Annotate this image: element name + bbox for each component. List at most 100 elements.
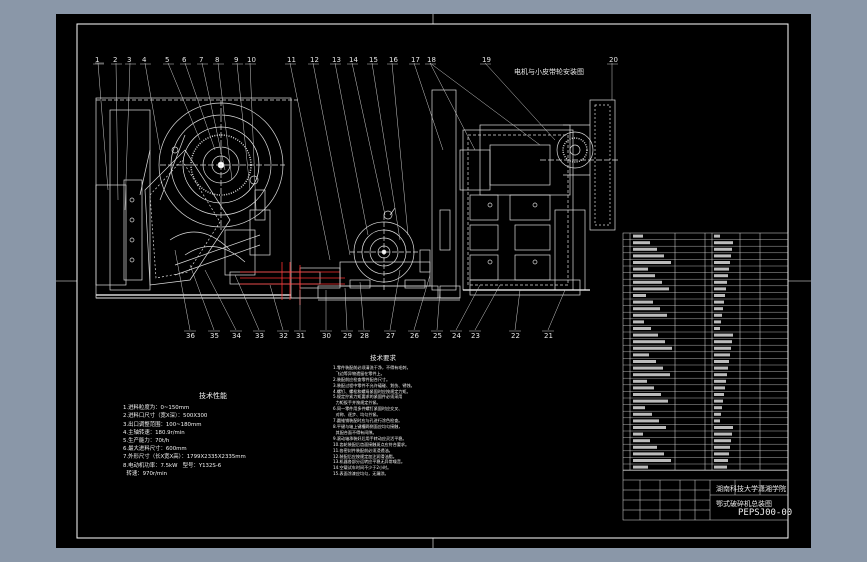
callout-34: 34 (232, 332, 241, 340)
table-cell-mark (633, 406, 645, 410)
table-cell-mark (633, 346, 672, 350)
table-cell-mark (633, 445, 657, 449)
table-cell-mark (714, 439, 731, 443)
table-cell-mark (633, 393, 661, 396)
tech-req-line: 13.机器各部分运转应平稳无异常噪音。 (333, 459, 406, 465)
callout-4: 4 (142, 56, 147, 64)
callout-32: 32 (279, 332, 288, 340)
callout-27: 27 (386, 332, 395, 340)
table-cell-mark (633, 419, 659, 423)
table-cell-mark (633, 412, 652, 416)
table-cell-mark (714, 412, 721, 416)
tech-spec-line: 转速：970r/min (123, 470, 168, 477)
callout-22: 22 (511, 332, 520, 340)
table-cell-mark (714, 313, 722, 317)
callout-29: 29 (343, 332, 352, 340)
tech-req-line: 其配合面不得有间隙。 (333, 429, 377, 435)
callout-19: 19 (482, 56, 491, 64)
table-cell-mark (633, 360, 656, 363)
tech-spec-line: 7.外形尺寸（长X宽X高）：1799X2335X2335mm (123, 454, 246, 461)
callout-1: 1 (95, 56, 99, 64)
school-name: 湖南科技大学潇湘学院 (716, 484, 786, 493)
tech-req-line: 15.表面涂漆应均匀，无漏涂。 (333, 471, 389, 477)
tech-req-line: 1.零件装配前必须清洗干净，不得有毛刺， (333, 364, 411, 370)
table-cell-mark (714, 346, 731, 350)
callout-5: 5 (165, 56, 169, 64)
tech-req-line: 12.装配后应按规定加注润滑油脂。 (333, 453, 397, 459)
technical-requirements: 技术要求 1.零件装配前必须清洗干净，不得有毛刺， 飞边等异物遗留在零件上。2.… (333, 354, 433, 477)
callout-14: 14 (349, 56, 358, 64)
table-cell-mark (633, 261, 671, 264)
table-cell-mark (714, 386, 725, 390)
tech-req-line: 2.装配前应检查零件配合尺寸。 (333, 376, 391, 382)
table-cell-mark (633, 432, 643, 436)
table-cell-mark (633, 366, 663, 370)
callout-31: 31 (296, 332, 305, 340)
callout-26: 26 (410, 332, 419, 340)
table-cell-mark (633, 465, 648, 469)
callout-3: 3 (127, 56, 131, 64)
top-leader-lines (95, 62, 613, 261)
table-cell-mark (714, 406, 722, 410)
red-centerlines (240, 262, 345, 305)
table-cell-mark (714, 294, 725, 297)
callout-11: 11 (287, 56, 296, 64)
table-cell-mark (714, 353, 730, 357)
callout-21: 21 (544, 332, 553, 340)
callout-35: 35 (210, 332, 219, 340)
table-cell-mark (714, 274, 728, 278)
table-cell-mark (714, 261, 730, 264)
tech-req-line: 力矩扳手并按规定拧紧。 (333, 400, 381, 406)
tech-req-line: 9.滚动轴承装好后用手转动应灵活平稳。 (333, 435, 407, 441)
table-cell-mark (714, 459, 728, 462)
table-cell-mark (633, 313, 667, 317)
table-cell-mark (714, 320, 721, 324)
table-cell-mark (633, 439, 650, 443)
table-cell-mark (633, 452, 664, 456)
table-cell-mark (714, 452, 729, 456)
callout-12: 12 (310, 56, 319, 64)
table-cell-mark (714, 280, 727, 284)
tech-req-line: 5.规定拧紧力矩要求的紧固件必须采用 (333, 394, 403, 400)
callout-20: 20 (609, 56, 618, 64)
table-cell-mark (714, 327, 720, 330)
table-cell-mark (633, 340, 665, 344)
tech-req-line: 7.圆锥销装配时应与孔进行涂色检查。 (333, 418, 403, 424)
table-cell-mark (714, 445, 730, 449)
table-cell-mark (633, 327, 651, 330)
table-cell-mark (633, 379, 647, 383)
drawing-number: PEPSJ00-00 (738, 508, 793, 518)
table-cell-mark (714, 247, 732, 251)
tech-spec-line: 8.电动机功率：7.5kW 型号：Y132S-6 (123, 462, 222, 469)
table-cell-mark (714, 432, 732, 436)
table-cell-mark (633, 333, 658, 337)
table-cell-mark (714, 287, 726, 291)
table-cell-mark (714, 340, 732, 344)
tech-req-line: 3.装配过程中零件不允许磕碰、划伤、锈蚀。 (333, 382, 415, 388)
table-cell-mark (633, 287, 669, 291)
tech-req-line: 6.同一零件用多件螺钉紧固时应交叉、 (333, 406, 403, 412)
callout-33: 33 (255, 332, 264, 340)
table-cell-mark (633, 280, 662, 284)
callout-13: 13 (332, 56, 341, 64)
callout-2: 2 (113, 56, 117, 64)
callout-17: 17 (411, 56, 420, 64)
table-cell-mark (633, 459, 671, 462)
tech-spec-line: 4.主轴转速：180.9r/min (123, 429, 185, 436)
table-cell-mark (633, 426, 666, 429)
table-cell-mark (714, 366, 728, 370)
callout-10: 10 (247, 56, 256, 64)
tech-req-heading: 技术要求 (370, 354, 396, 362)
callout-28: 28 (360, 332, 369, 340)
table-cell-mark (714, 426, 733, 429)
table-cell-mark (714, 393, 724, 396)
table-cell-mark (633, 234, 643, 238)
callout-30: 30 (322, 332, 331, 340)
tech-req-line: 14.空载试车时间不少于2小时。 (333, 465, 392, 471)
crusher-front-view (95, 97, 300, 299)
callout-16: 16 (389, 56, 398, 64)
table-cell-mark (714, 379, 726, 383)
callout-6: 6 (182, 56, 187, 64)
